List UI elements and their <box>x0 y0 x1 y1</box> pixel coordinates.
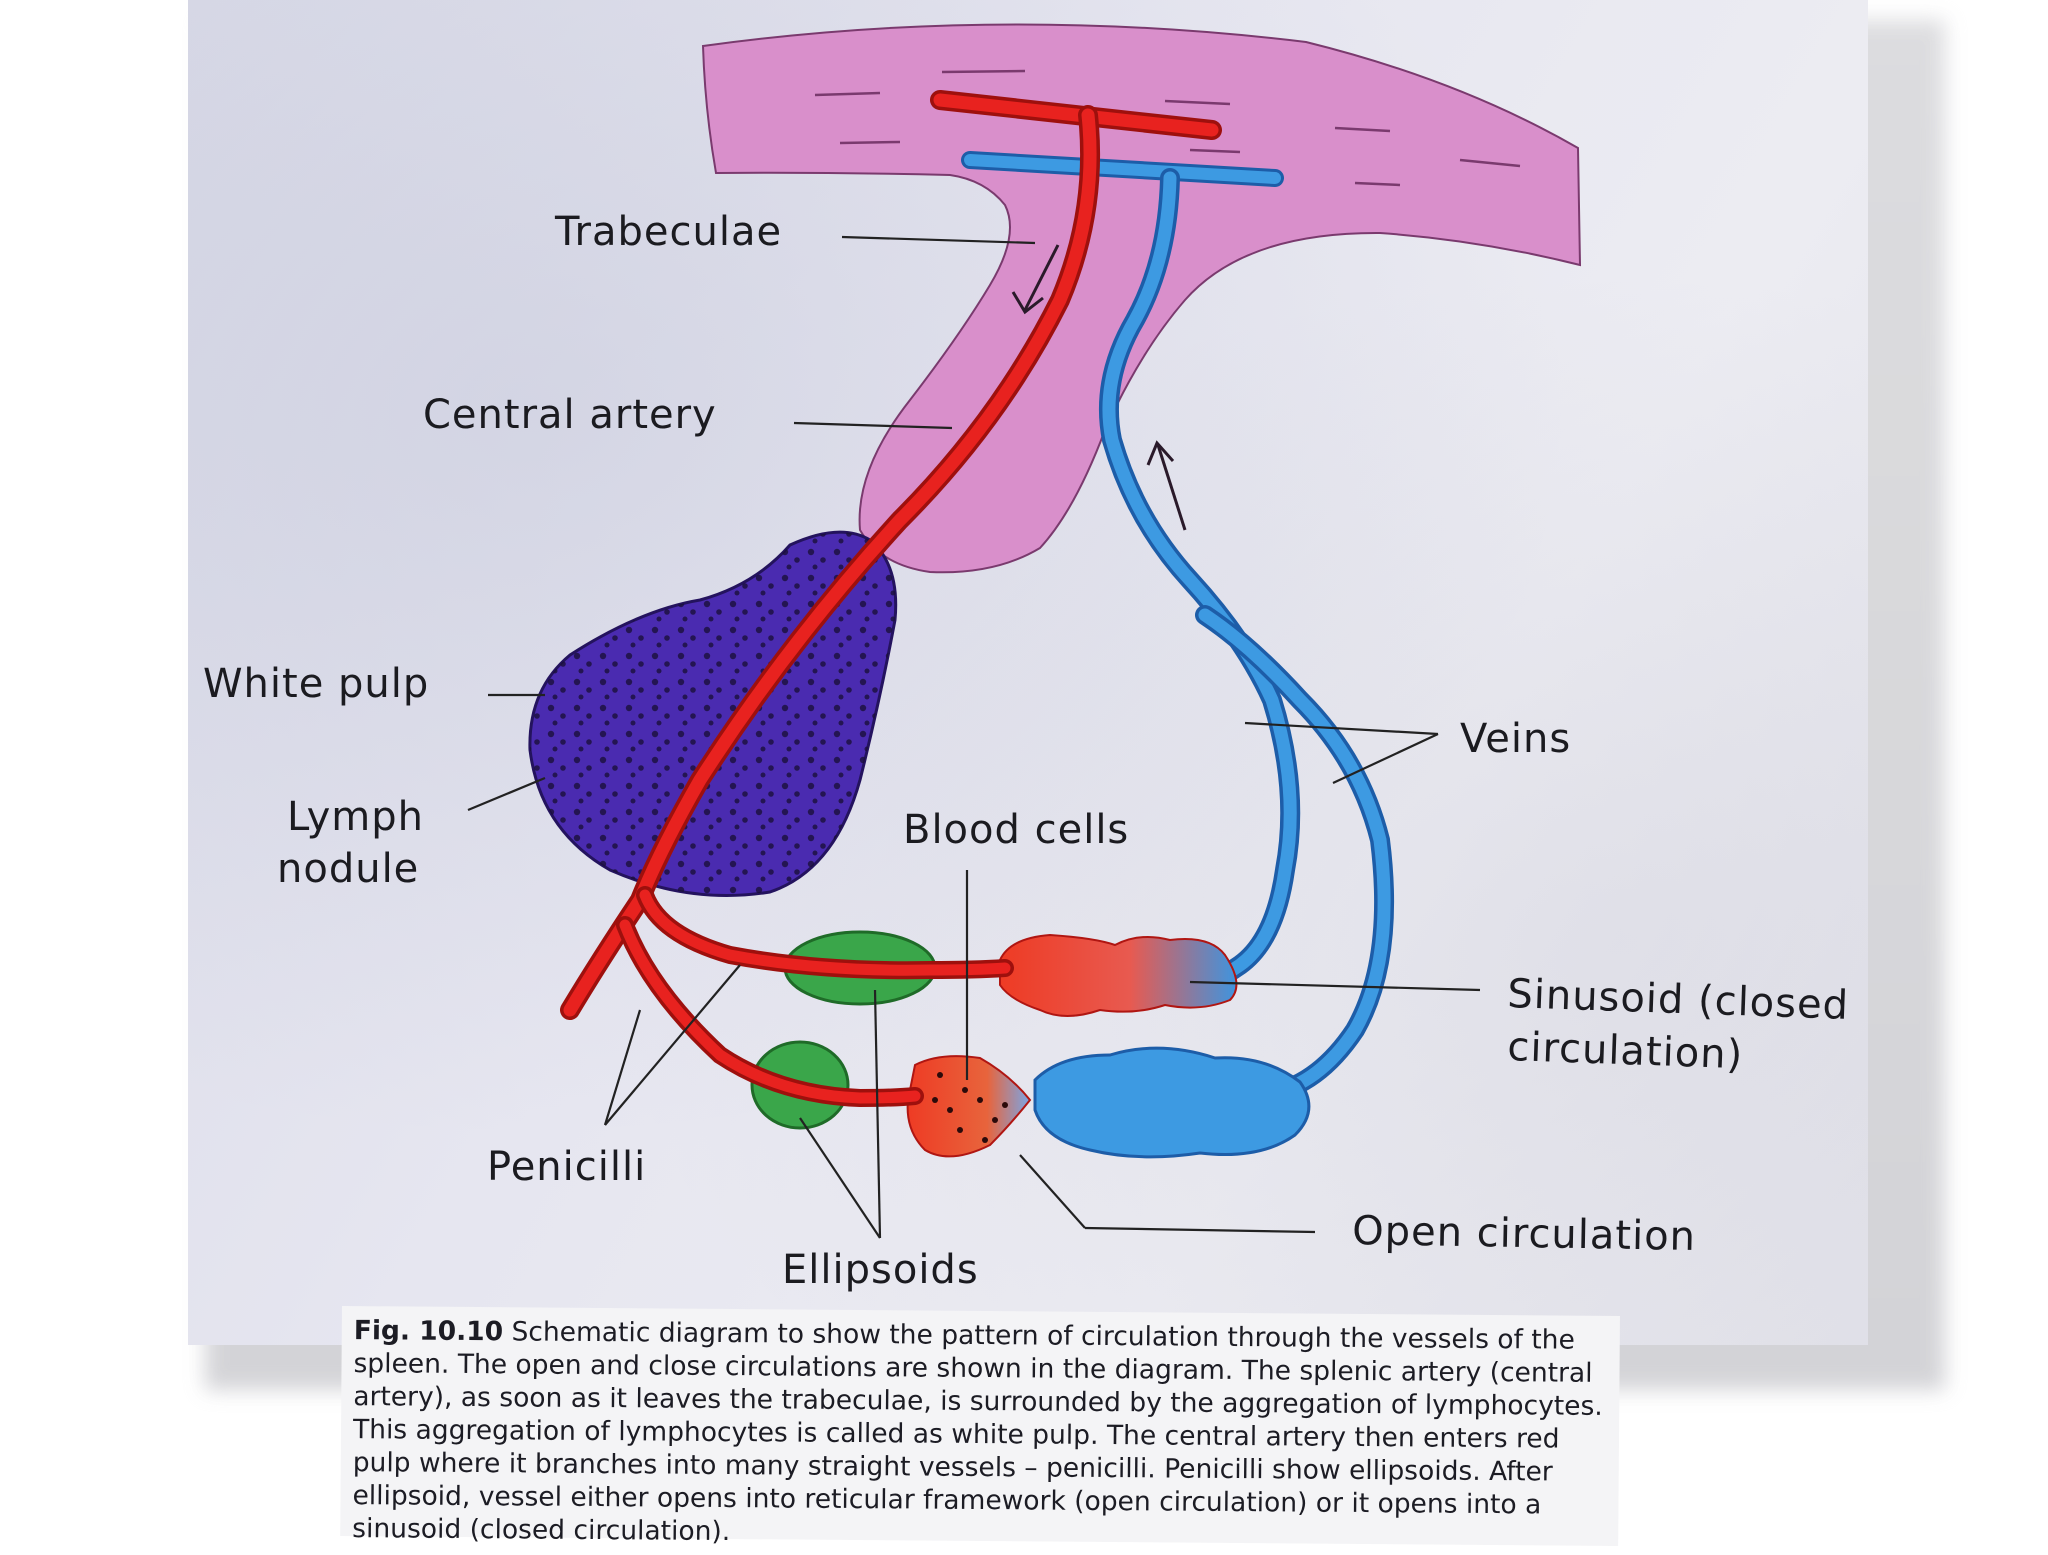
label-blood-cells: Blood cells <box>903 807 1129 853</box>
open-circulation-pool <box>1033 1046 1311 1159</box>
leader-lines <box>467 235 1481 1239</box>
label-central-artery: Central artery <box>423 392 717 438</box>
trabeculae-dashes <box>814 69 1521 187</box>
label-ellipsoids: Ellipsoids <box>782 1247 979 1293</box>
label-white-pulp: White pulp <box>203 661 429 707</box>
label-open-circulation: Open circulation <box>1352 1208 1697 1260</box>
label-lymph-nodule-line1: Lymph <box>287 794 424 840</box>
blood-cells-dots <box>932 1072 1008 1143</box>
label-sinusoid-line1: Sinusoid (closed <box>1507 971 1850 1029</box>
caption-text: Schematic diagram to show the pattern of… <box>352 1316 1603 1548</box>
open-circulation-funnel <box>906 1055 1032 1158</box>
label-veins: Veins <box>1460 716 1571 762</box>
veins <box>961 151 1395 1105</box>
central-artery <box>560 90 1222 1108</box>
label-lymph-nodule-line2: nodule <box>277 846 419 892</box>
label-trabeculae: Trabeculae <box>554 209 782 255</box>
label-sinusoid-line2: circulation) <box>1507 1024 1744 1078</box>
label-penicilli: Penicilli <box>487 1144 646 1190</box>
figure-caption: Fig. 10.10 Schematic diagram to show the… <box>340 1306 1620 1548</box>
caption-fig-number: Fig. 10.10 <box>353 1315 504 1348</box>
flow-arrows <box>1011 244 1187 531</box>
sinusoid-shape <box>999 933 1238 1017</box>
